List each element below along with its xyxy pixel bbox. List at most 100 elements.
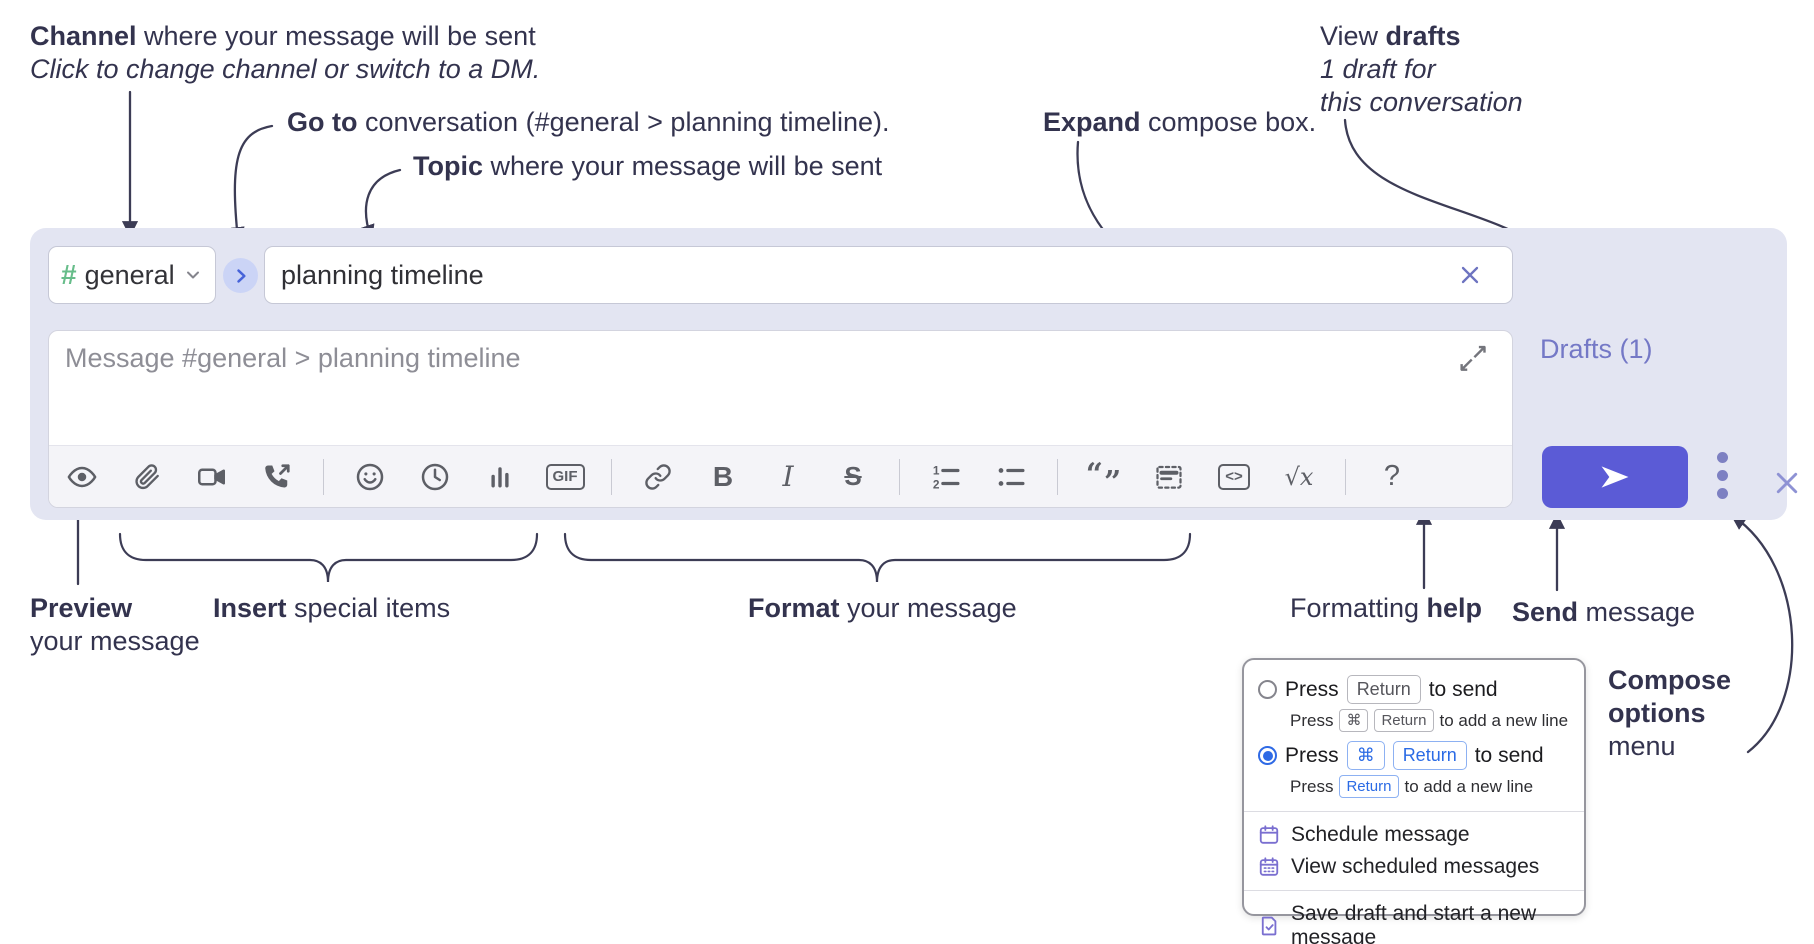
kebab-dot xyxy=(1717,452,1728,463)
topic-input[interactable] xyxy=(264,246,1513,304)
document-check-icon xyxy=(1261,916,1277,936)
toolbar-divider xyxy=(611,458,612,495)
code-button[interactable]: <> xyxy=(1215,458,1253,496)
voice-call-button[interactable] xyxy=(258,458,296,496)
expand-annotation-bold: Expand xyxy=(1043,107,1141,137)
video-camera-icon xyxy=(197,467,225,486)
numbered-list-icon: 1 2 xyxy=(933,463,960,491)
kebab-dot xyxy=(1717,488,1728,499)
strikethrough-icon: S xyxy=(844,461,862,491)
eye-icon xyxy=(67,466,97,487)
preview-annotation-bold: Preview xyxy=(30,593,133,623)
spoiler-button[interactable] xyxy=(1150,458,1188,496)
channel-selector[interactable]: # general xyxy=(48,246,216,304)
formatting-help-bold: help xyxy=(1426,593,1483,623)
return-keycap: Return xyxy=(1392,741,1467,770)
gif-icon: GIF xyxy=(545,463,585,490)
compose-options-line1: Compose xyxy=(1608,665,1732,695)
link-button[interactable] xyxy=(639,458,677,496)
option-cmd-return-to-send[interactable]: Press ⌘ Return to send xyxy=(1244,738,1584,773)
gif-button[interactable]: GIF xyxy=(545,458,585,496)
goto-annotation-bold: Go to xyxy=(287,107,358,137)
calendar-icon xyxy=(1259,825,1279,844)
option-return-to-send[interactable]: Press Return to send xyxy=(1244,672,1584,707)
goto-annotation: Go to conversation (#general > planning … xyxy=(287,106,890,139)
send-annotation-rest: message xyxy=(1578,597,1696,627)
format-annotation-rest: your message xyxy=(839,593,1017,623)
bold-button[interactable]: B xyxy=(704,458,742,496)
quote-button[interactable]: “” xyxy=(1085,457,1123,500)
topic-annotation: Topic where your message will be sent xyxy=(413,150,882,183)
go-to-conversation-button[interactable] xyxy=(223,258,258,293)
send-button[interactable] xyxy=(1542,446,1688,508)
insert-brace xyxy=(118,532,539,583)
insert-annotation: Insert special items xyxy=(213,592,450,625)
quote-icon: “” xyxy=(1085,457,1123,500)
cmd-keycap: ⌘ xyxy=(1339,709,1369,732)
compose-options-line3: menu xyxy=(1608,731,1676,761)
formatting-help-button[interactable]: ? xyxy=(1373,458,1411,496)
svg-text:1: 1 xyxy=(933,463,940,477)
video-call-button[interactable] xyxy=(193,458,231,496)
channel-annotation-bold: Channel xyxy=(30,21,137,51)
smiley-icon xyxy=(356,463,384,490)
send-annotation: Send message xyxy=(1512,596,1695,629)
compose-toolbar: GIF B I S 1 2 xyxy=(49,445,1512,507)
save-draft-item[interactable]: Save draft and start a new message xyxy=(1244,898,1584,944)
preview-button[interactable] xyxy=(63,458,101,496)
radio-selected[interactable] xyxy=(1258,746,1277,765)
option-text: to send xyxy=(1474,743,1544,767)
numbered-list-button[interactable]: 1 2 xyxy=(927,458,965,496)
poll-button[interactable] xyxy=(481,458,519,496)
attach-file-button[interactable] xyxy=(128,458,166,496)
time-mention-button[interactable] xyxy=(416,458,454,496)
view-drafts-line3: this conversation xyxy=(1320,87,1523,117)
formatting-help-pre: Formatting xyxy=(1290,593,1427,623)
view-drafts-pre: View xyxy=(1320,21,1386,51)
view-scheduled-messages-item[interactable]: View scheduled messages xyxy=(1244,851,1584,883)
send-icon xyxy=(1601,466,1629,488)
link-icon xyxy=(645,463,671,490)
insert-annotation-bold: Insert xyxy=(213,593,287,623)
toolbar-divider xyxy=(323,458,324,495)
return-keycap: Return xyxy=(1346,675,1421,704)
format-annotation: Format your message xyxy=(748,592,1017,625)
toolbar-divider xyxy=(1345,458,1346,495)
italic-button[interactable]: I xyxy=(769,458,807,496)
toolbar-divider xyxy=(899,458,900,495)
send-annotation-bold: Send xyxy=(1512,597,1579,627)
math-button[interactable]: √x xyxy=(1280,458,1318,496)
return-keycap: Return xyxy=(1339,775,1399,798)
paperclip-icon xyxy=(135,463,159,489)
drafts-link[interactable]: Drafts (1) xyxy=(1540,334,1653,364)
channel-annotation-rest: where your message will be sent xyxy=(136,21,536,51)
arrow-down-left-icon: ↙ xyxy=(1458,354,1475,376)
phone-outgoing-icon xyxy=(265,463,290,488)
schedule-message-item[interactable]: Schedule message xyxy=(1244,819,1584,851)
code-icon: <> xyxy=(1218,463,1250,490)
compose-options-menu-button[interactable] xyxy=(1717,452,1728,499)
close-icon xyxy=(1461,266,1479,284)
bar-chart-icon xyxy=(491,466,509,487)
math-icon: √x xyxy=(1284,462,1314,491)
format-annotation-bold: Format xyxy=(748,593,840,623)
emoji-button[interactable] xyxy=(351,458,389,496)
toolbar-divider xyxy=(1057,458,1058,495)
return-keycap: Return xyxy=(1374,709,1434,732)
message-placeholder: Message #general > planning timeline xyxy=(65,343,521,373)
insert-annotation-rest: special items xyxy=(286,593,451,623)
option-sub-text: to add a new line xyxy=(1439,710,1569,730)
message-compose-area[interactable]: Message #general > planning timeline ↗ ↙ xyxy=(48,330,1513,508)
option-sub-text: Press xyxy=(1290,776,1334,796)
clear-topic-button[interactable] xyxy=(1455,260,1485,290)
compose-options-annotation: Compose options menu xyxy=(1608,664,1731,763)
strikethrough-button[interactable]: S xyxy=(834,458,872,496)
expand-compose-icon[interactable]: ↗ ↙ xyxy=(1456,341,1490,376)
radio-unselected[interactable] xyxy=(1258,680,1277,699)
bulleted-list-button[interactable] xyxy=(992,458,1030,496)
goto-arrow xyxy=(228,124,274,244)
close-compose-icon[interactable] xyxy=(1772,468,1802,498)
option-text: to send xyxy=(1428,677,1498,701)
italic-icon: I xyxy=(782,460,794,493)
